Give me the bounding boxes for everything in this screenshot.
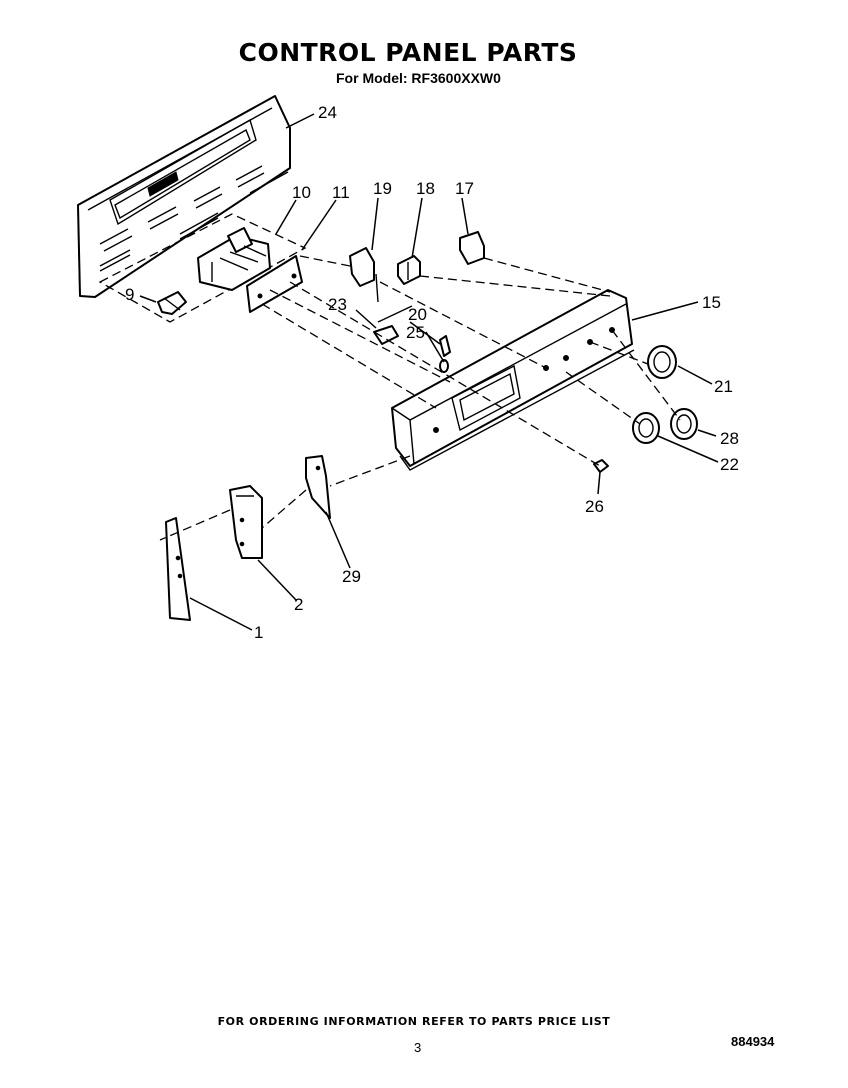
callout-18: 18	[416, 179, 435, 198]
callout-22: 22	[720, 455, 739, 474]
callout-20: 20	[408, 305, 427, 324]
part-25-screw	[439, 359, 449, 373]
part-23-clip	[373, 325, 399, 345]
part-22-knob	[632, 412, 660, 444]
callout-11: 11	[332, 183, 350, 202]
document-number: 884934	[731, 1034, 775, 1049]
page-title: CONTROL PANEL PARTS	[238, 38, 578, 67]
ordering-note: FOR ORDERING INFORMATION REFER TO PARTS …	[217, 1015, 611, 1028]
part-26-plug	[593, 459, 609, 473]
part-18-switch	[397, 255, 421, 285]
callout-1: 1	[254, 623, 263, 642]
part-17-switch	[459, 231, 485, 265]
part-1-side-trim	[165, 517, 191, 621]
callout-21: 21	[714, 377, 733, 396]
assembly-lines	[159, 255, 681, 541]
part-19-switch	[349, 247, 379, 303]
callout-23: 23	[328, 295, 347, 314]
callout-10: 10	[292, 183, 311, 202]
callout-9: 9	[125, 285, 134, 304]
callout-29: 29	[342, 567, 361, 586]
part-24-control-panel-back	[77, 95, 291, 298]
part-15-control-panel	[391, 289, 635, 471]
part-11-bracket	[246, 255, 303, 313]
callout-25: 25	[406, 323, 425, 342]
part-21-knob	[647, 345, 677, 379]
callout-17: 17	[455, 179, 474, 198]
part-9-clip	[157, 291, 187, 315]
callout-19: 19	[373, 179, 392, 198]
callout-26: 26	[585, 497, 604, 516]
part-2-end-cap	[229, 485, 263, 559]
model-subtitle: For Model: RF3600XXW0	[336, 70, 501, 86]
leader-lines	[139, 113, 719, 631]
part-10-switch-housing	[98, 213, 307, 323]
part-29-end-bracket	[305, 455, 331, 519]
part-20-spring	[377, 305, 451, 357]
part-28-knob	[670, 408, 698, 440]
page-number: 3	[414, 1040, 422, 1055]
callout-15: 15	[702, 293, 721, 312]
callout-28: 28	[720, 429, 739, 448]
callout-24: 24	[318, 103, 337, 122]
callout-2: 2	[294, 595, 303, 614]
